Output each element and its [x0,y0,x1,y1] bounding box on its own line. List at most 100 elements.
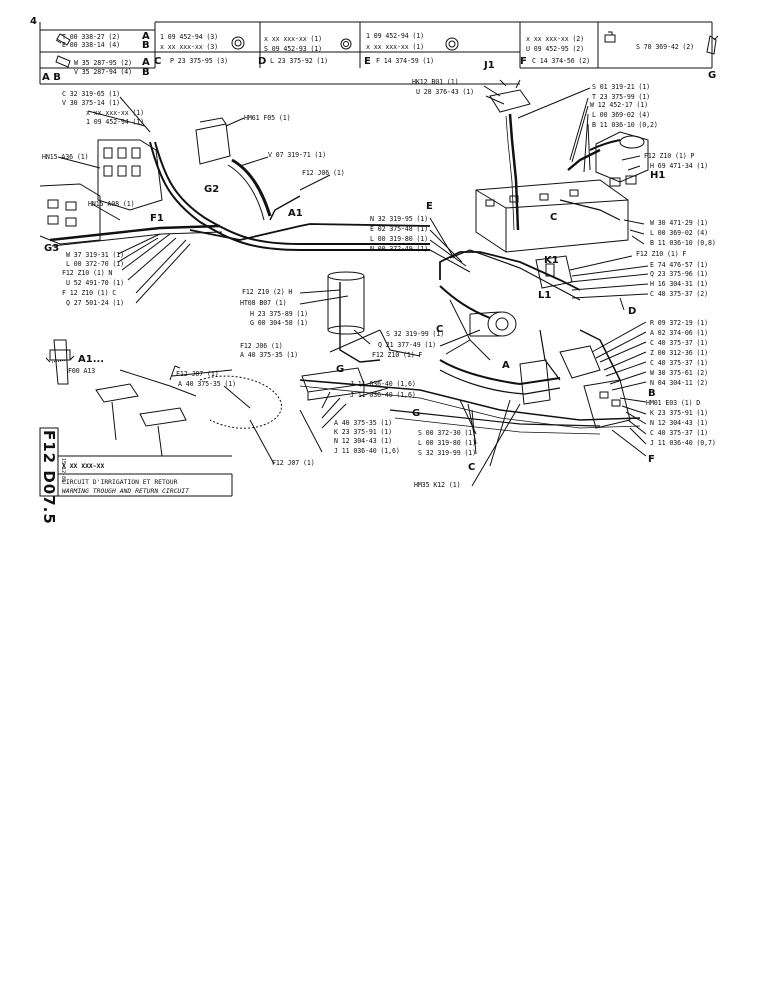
header-corner-tags: A B [42,72,61,83]
callout-label: H 16 304-31 (1) [650,280,709,288]
header-part-number: F 14 374-59 (1) [376,57,435,65]
callout-label: F12 J06 (1) [302,169,345,177]
callout-label: C 40 375-37 (1) [650,429,709,437]
ref-letter: E [426,201,433,212]
callout-label: HK12 B01 (1) [412,78,459,86]
callout-label: F12 Z10 (2) H [242,288,293,296]
sheet-code: X XX XXX-XX [62,462,105,470]
sheet-reference: F12 D07.5 [40,430,58,525]
ref-letter: A1 [288,208,303,219]
callout-label: HM35 K12 (1) [414,481,461,489]
page-number: 4 [30,16,37,27]
ref-letter: G [336,364,345,375]
caption-french: CIRCUIT D'IRRIGATION ET RETOUR [62,478,178,486]
callout-label: V 30 375-14 (1) [62,99,121,107]
header-part-number: 1 09 452-94 (3) [160,33,219,41]
callout-label: N 00 372-49 (1) [370,245,429,253]
callout-label: H 23 375-89 (1) [250,310,309,318]
header-tag: D [258,56,267,67]
callout-label: B 11 036-10 (0,8) [650,239,716,247]
header-part-number: T 00 338-27 (2) [62,33,121,41]
callout-label: HM01 E03 (1) D [646,399,701,407]
callout-label: F12 J07 (1) [176,370,219,378]
ref-letter: D [628,306,637,317]
callout-label: T 23 375-99 (1) [592,93,651,101]
callout-label: F00 A13 [68,367,96,375]
callout-label: Z 00 312-36 (1) [650,349,709,357]
ref-letter: G [412,408,421,419]
callout-label: W 12 452-17 (1) [590,101,649,109]
callout-label: HN15 A08 (1) [88,200,135,208]
header-tag: A [142,57,150,68]
callout-label: S 00 372-30 (1) [418,429,477,437]
callout-label: C 40 375-37 (1) [650,359,709,367]
callout-label: F12 Z10 (1) N [62,269,113,277]
ref-letter: C [468,462,476,473]
ref-letter: A1... [78,354,105,365]
callout-label: N 04 304-11 (2) [650,379,709,387]
callout-label: S 32 319-99 (1) [418,449,477,457]
callout-label: N 12 304-43 (1) [334,437,393,445]
ref-letter: C [550,212,558,223]
header-tag: F [520,56,527,67]
header-part-number: P 23 375-95 (3) [170,57,229,65]
callout-label: HN15 A36 (1) [42,153,89,161]
header-tag: B [142,40,150,51]
callout-label: F12 Z10 (1) P [644,152,695,160]
callout-label: S 32 319-99 (1) [386,330,445,338]
callout-label: F12 J07 (1) [272,459,315,467]
header-part-number: x xx xxx-xx (3) [160,43,219,51]
ref-letter: L1 [538,290,552,301]
callout-label: K 23 375-91 (1) [650,409,709,417]
callout-label: A 40 375-35 (1) [178,380,237,388]
ref-letter: F1 [150,213,164,224]
callout-label: A 02 374-06 (1) [650,329,709,337]
header-tag: A [142,31,150,42]
callout-label: W 37 319-31 (1) [66,251,125,259]
ref-letter: B [648,388,656,399]
callout-label: H 69 471-34 (1) [650,162,709,170]
callout-label: R 09 372-19 (1) [650,319,709,327]
header-part-number: S 09 452-93 (1) [264,45,323,53]
callout-label: W 30 375-61 (2) [650,369,709,377]
ref-letter: F [648,454,655,465]
callout-label: E 02 375-48 (1) [370,225,429,233]
header-tag: G [708,70,717,81]
header-part-number: S 70 369-42 (2) [636,43,695,51]
header-part-number: x xx xxx-xx (2) [526,35,585,43]
callout-label: J 11 036-40 (1,6) [350,380,416,388]
callout-label: Q 23 375-96 (1) [650,270,709,278]
callout-label: Q 21 377-49 (1) [378,341,437,349]
callout-label: F12 Z10 (1) F [636,250,687,258]
callout-label: 1 09 452-94 (1) [86,118,145,126]
callout-label: V 07 319-71 (1) [268,151,327,159]
callout-label: A 40 375-35 (1) [240,351,299,359]
callout-label: L 00 369-02 (4) [650,229,709,237]
header-part-number: V 35 287-94 (4) [74,68,133,76]
callout-label: J 11 036-40 (1,6) [334,447,400,455]
callout-label: F12 J06 (1) [240,342,283,350]
callout-label: L 00 319-80 (1) [370,235,429,243]
callout-label: C 32 319-65 (1) [62,90,121,98]
callout-label: U 52 491-70 (1) [66,279,125,287]
callout-label: B 11 036-10 (0,2) [592,121,658,129]
callout-label: Q 27 501-24 (1) [66,299,125,307]
callout-label: S 01 319-21 (1) [592,83,651,91]
header-part-number: U 09 452-95 (2) [526,45,585,53]
header-part-number: E 00 338-14 (4) [62,41,121,49]
callout-label: L 00 369-02 (4) [592,111,651,119]
callout-label: F 12 Z10 (1) C [62,289,117,297]
callout-label: L 00 372-70 (1) [66,260,125,268]
callout-label: x xx xxx-xx (1) [86,109,145,117]
ref-letter: H1 [650,170,666,181]
header-tag: C [154,56,162,67]
callout-label: N 32 319-95 (1) [370,215,429,223]
callout-label: HT08 B07 (1) [240,299,287,307]
ref-letter: C [436,324,444,335]
header-part-number: 1 09 452-94 (1) [366,32,425,40]
ref-letter: A [502,360,510,371]
callout-label: F12 Z10 (1) F [372,351,423,359]
callout-label: C 40 375-37 (2) [650,290,709,298]
callout-label: U 28 376-43 (1) [416,88,475,96]
